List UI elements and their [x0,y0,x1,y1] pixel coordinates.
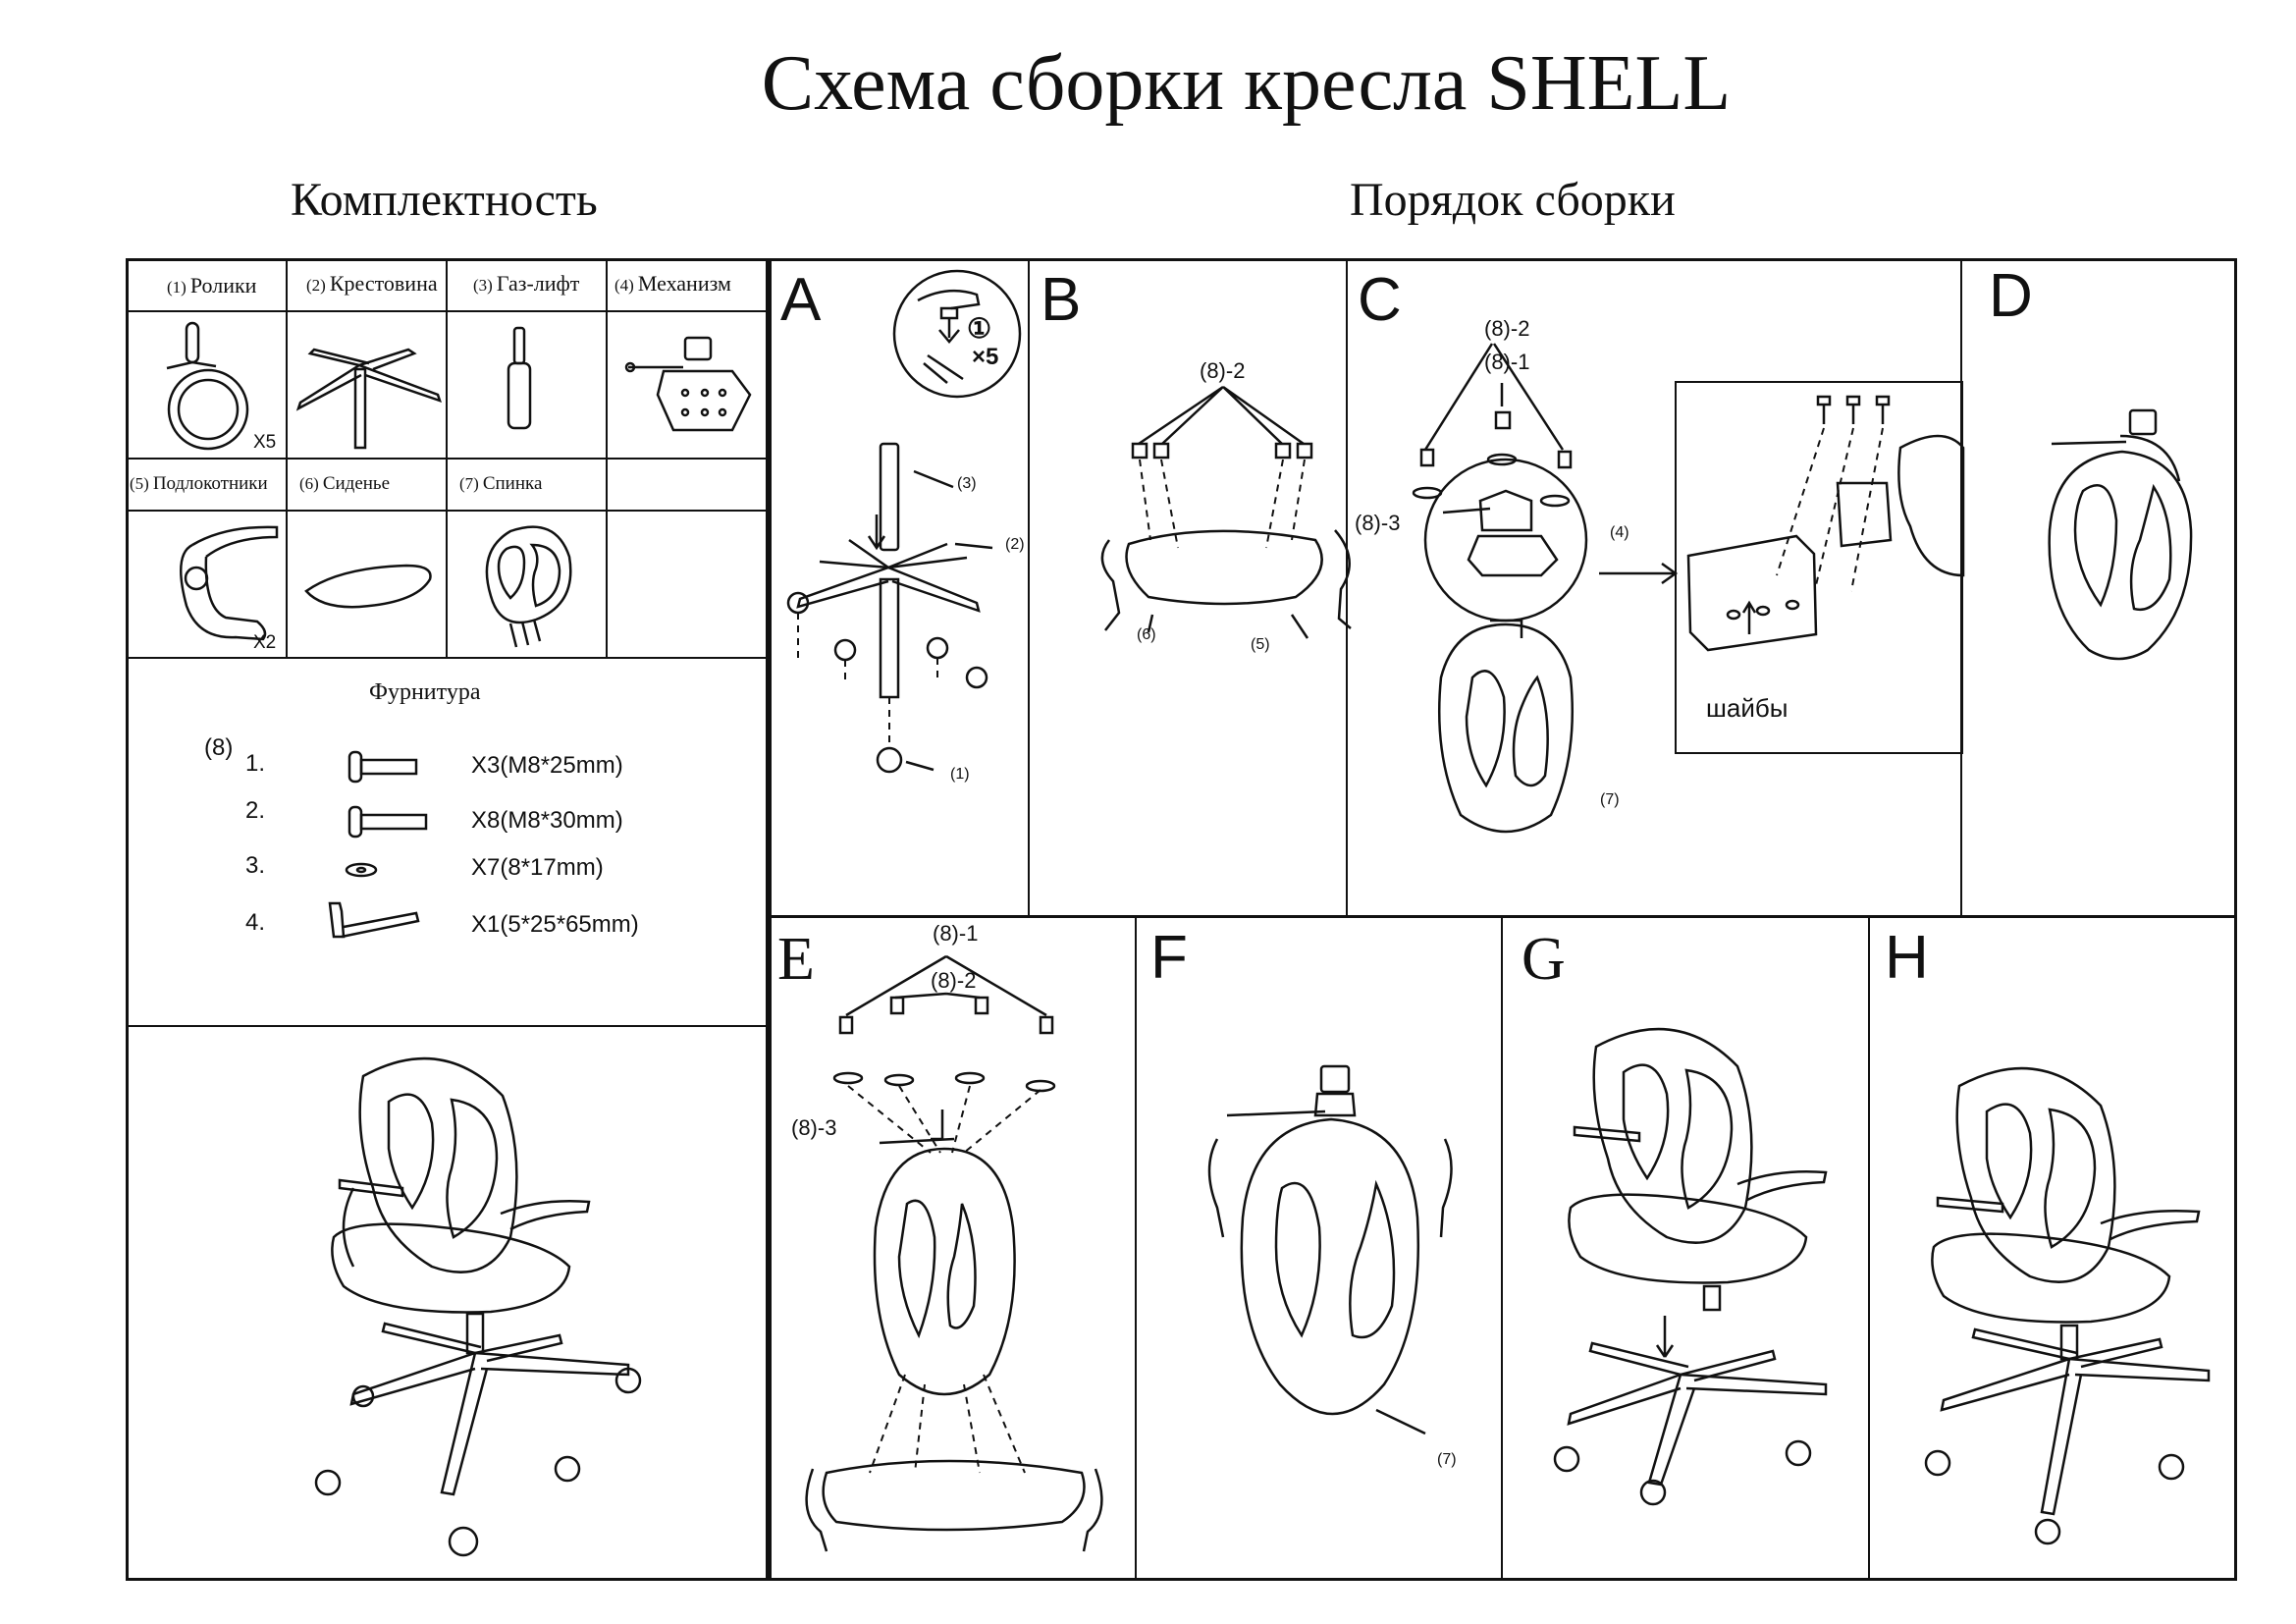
part-label-armrests: (5)Подлокотники [130,473,268,494]
step-c-arrow-icon [1599,562,1679,585]
step-c-callout-7: (7) [1600,791,1620,808]
hardware-index-3: 3. [245,852,266,879]
hex-key-icon [328,901,420,939]
armrest-icon [180,525,279,641]
part-label-gas-lift: (3)Газ-лифт [473,271,580,296]
step-c-washers-label: шайбы [1706,693,1789,723]
step-f-callout-7: (7) [1437,1451,1457,1468]
hardware-group-label: (8) [204,734,234,761]
hardware-spec-4: X1(5*25*65mm) [471,911,639,938]
part-label-casters: (1)Ролики [167,273,257,298]
step-c-callout-4: (4) [1610,524,1629,541]
step-g-chair-gaslift-icon [1553,1027,1828,1506]
step-letter-b: B [1041,266,1082,334]
step-e-callout-8-1: (8)-1 [933,921,979,946]
seat-icon [304,564,432,609]
step-a-callout-circle: ① [967,313,992,344]
hardware-spec-1: X3(M8*25mm) [471,752,623,779]
step-c-callout-8-2: (8)-2 [1484,316,1530,341]
step-e-callout-8-3: (8)-3 [791,1115,837,1140]
step-b-callout-8-2: (8)-2 [1200,358,1246,383]
step-f-assembled-back-icon [1207,1064,1453,1435]
step-c-mechanism-backrest-icon [1412,343,1588,834]
step-c-callout-8-3: (8)-3 [1355,511,1401,535]
part-label-backrest: (7)Спинка [459,473,543,494]
step-b-callout-6: (6) [1137,626,1156,643]
caster-wheel-icon [166,321,249,451]
kit-heading: Комплектность [291,174,598,226]
step-letter-f: F [1150,924,1188,992]
step-h-finished-chair-icon [1924,1066,2211,1545]
step-e-backrest-seat-icon [805,954,1103,1552]
part-label-mechanism: (4)Механизм [614,271,731,296]
part-label-base: (2)Крестовина [306,271,438,296]
hardware-index-2: 2. [245,797,266,824]
armrests-qty: X2 [253,632,277,653]
short-bolt-icon [347,750,418,784]
page-title: Схема сборки кресла SHELL [761,40,1732,127]
steps-bottom-row [769,915,2237,1581]
step-d-backrest-mechanism-icon [2048,408,2193,661]
assembled-chair-icon [314,1056,642,1557]
step-letter-a: A [780,266,822,334]
step-b-seat-armrest-icon [1100,385,1352,639]
hardware-spec-2: X8(M8*30mm) [471,807,623,834]
backrest-icon [485,525,572,648]
step-letter-e: E [777,926,815,993]
step-a-magnifier-icon [892,269,1022,399]
step-e-callout-8-2: (8)-2 [931,968,977,993]
step-letter-c: C [1358,266,1402,334]
step-b-callout-5: (5) [1251,636,1270,653]
step-letter-g: G [1522,926,1566,993]
star-base-icon [295,348,442,450]
order-heading: Порядок сборки [1350,174,1676,226]
long-bolt-icon [347,805,428,839]
step-letter-h: H [1885,924,1929,992]
step-a-base-assembly-icon [786,442,993,774]
hardware-index-1: 1. [245,750,266,777]
hardware-spec-3: X7(8*17mm) [471,854,604,881]
step-a-callout-3: (3) [957,475,977,492]
hardware-heading: Фурнитура [369,679,481,705]
casters-qty: X5 [253,432,277,453]
step-a-callout-1: (1) [950,766,970,783]
hardware-index-4: 4. [245,909,266,936]
part-label-seat: (6)Сиденье [299,473,391,494]
step-c-detail-icon [1686,395,1965,652]
washer-icon [345,862,378,878]
step-letter-d: D [1989,262,2033,330]
step-a-callout-x5: ×5 [972,344,999,370]
tilt-mechanism-icon [624,336,752,432]
step-a-callout-2: (2) [1005,536,1025,553]
gas-lift-icon [507,326,532,430]
